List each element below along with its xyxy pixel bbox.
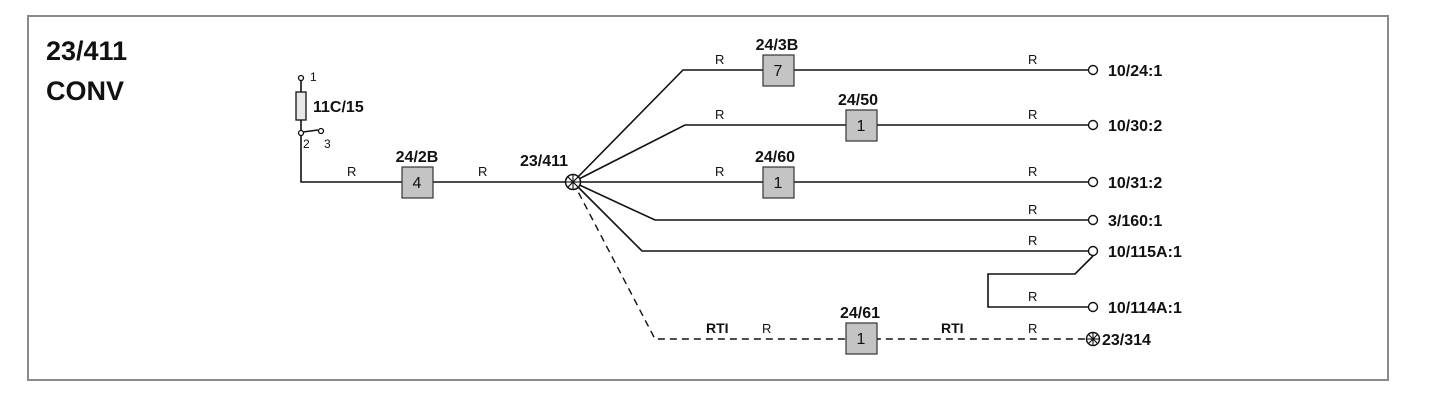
terminal-label: 3/160:1 [1108, 213, 1162, 230]
connector-24-2b: 4 24/2B [396, 149, 439, 199]
diagram-title-code: 23/411 [46, 36, 127, 66]
wire-color-label: R [1028, 233, 1037, 248]
terminal-label: 10/31:2 [1108, 175, 1162, 192]
diagram-frame [27, 15, 1389, 381]
connector-pin-number: 1 [857, 118, 866, 135]
splice-23-411-icon [564, 173, 582, 191]
fuse-body [295, 91, 307, 121]
wire-color-label: R [1028, 52, 1037, 67]
connector-24-60: 1 24/60 [755, 149, 795, 199]
terminal-circle [1087, 301, 1099, 313]
connector-id: 24/60 [755, 149, 795, 166]
connector-pin-number: 1 [857, 331, 866, 348]
wire-color-label: R [762, 321, 771, 336]
fuse-pin-2-terminal [297, 129, 305, 137]
wire-color-label: R [347, 164, 356, 179]
connector-box [845, 109, 878, 142]
connector-box [845, 322, 878, 355]
wire-color-label: R [478, 164, 487, 179]
connector-pin-number: 1 [774, 175, 783, 192]
terminal-circle [1087, 176, 1099, 188]
connector-24-61: 1 24/61 [840, 305, 880, 355]
diagram-title-system: CONV [46, 76, 124, 106]
connector-box [762, 54, 795, 87]
wire-color-label: R [715, 107, 724, 122]
fuse-label: 11C/15 [313, 99, 364, 116]
feed-wire [300, 135, 573, 183]
terminal-label: 23/314 [1102, 332, 1151, 349]
branch-wire-2 [572, 124, 1088, 183]
fuse-pin-bottom-right-label: 3 [324, 137, 331, 151]
connector-24-3b: 7 24/3B [756, 37, 799, 87]
terminal-circle [1087, 119, 1099, 131]
connector-id: 24/50 [838, 92, 878, 109]
branch-wire-7-dashed [572, 181, 1085, 340]
terminal-circle [1087, 245, 1099, 257]
connector-id: 24/2B [396, 149, 439, 166]
branch-wire-6 [987, 255, 1094, 308]
terminal-label: 10/114A:1 [1108, 300, 1182, 317]
connector-box [401, 166, 434, 199]
fuse-pin-1-terminal [297, 74, 305, 82]
wire-type-label: RTI [706, 320, 729, 336]
wire-color-label: R [1028, 202, 1037, 217]
connector-pin-number: 4 [413, 175, 422, 192]
wire-color-label: R [1028, 289, 1037, 304]
fuse-11c-15: 1 2 3 11C/15 [295, 70, 364, 151]
connector-id: 24/61 [840, 305, 880, 322]
terminal-label: 10/24:1 [1108, 63, 1162, 80]
wire-color-label: R [1028, 321, 1037, 336]
terminal-circle [1087, 64, 1099, 76]
splice-23-314-icon [1085, 331, 1101, 347]
connector-pin-number: 7 [774, 63, 783, 80]
connector-24-50: 1 24/50 [838, 92, 878, 142]
branch-wire-4 [572, 181, 1088, 221]
splice-label: 23/411 [520, 153, 568, 170]
terminal-circle [1087, 214, 1099, 226]
branch-wire-1 [572, 69, 1088, 183]
wire-color-label: R [1028, 107, 1037, 122]
wire-color-label: R [715, 52, 724, 67]
wire-color-label: R [1028, 164, 1037, 179]
fuse-pin-top-label: 1 [310, 70, 317, 84]
terminal-label: 10/30:2 [1108, 118, 1162, 135]
terminal-label: 10/115A:1 [1108, 244, 1182, 261]
connector-box [762, 166, 795, 199]
wire-color-label: R [715, 164, 724, 179]
connector-id: 24/3B [756, 37, 799, 54]
wire-type-label: RTI [941, 320, 964, 336]
fuse-pin-3-terminal [317, 127, 325, 135]
fuse-pin-bottom-left-label: 2 [303, 137, 310, 151]
branch-wire-5 [572, 181, 1088, 252]
